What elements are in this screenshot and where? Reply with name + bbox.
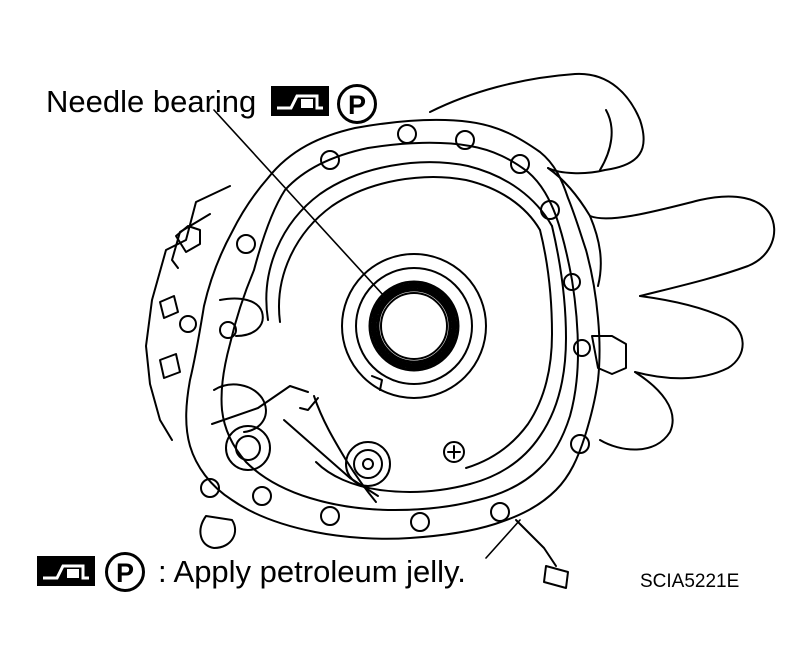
circled-p-letter: P xyxy=(348,90,366,120)
needle-bearing-label: Needle bearing xyxy=(46,84,257,119)
legend-text: : Apply petroleum jelly. xyxy=(158,554,466,589)
jelly-applicator-symbol xyxy=(37,556,95,586)
housing-outline xyxy=(185,119,601,540)
figure-id: SCIA5221E xyxy=(640,571,740,592)
legend-leader-line xyxy=(485,519,521,559)
circled-p-symbol: P xyxy=(105,552,145,592)
left-bracket xyxy=(145,185,267,441)
circled-p-symbol: P xyxy=(337,84,377,124)
fittings xyxy=(199,335,627,589)
hands-outline xyxy=(429,72,776,451)
lower-left-boss xyxy=(211,385,379,503)
bolt-holes xyxy=(179,124,591,532)
callout-leader-line xyxy=(213,109,385,297)
jelly-applicator-symbol xyxy=(271,86,329,116)
inner-channel xyxy=(265,161,567,493)
circled-p-letter: P xyxy=(116,558,134,588)
center-hub xyxy=(341,253,487,399)
